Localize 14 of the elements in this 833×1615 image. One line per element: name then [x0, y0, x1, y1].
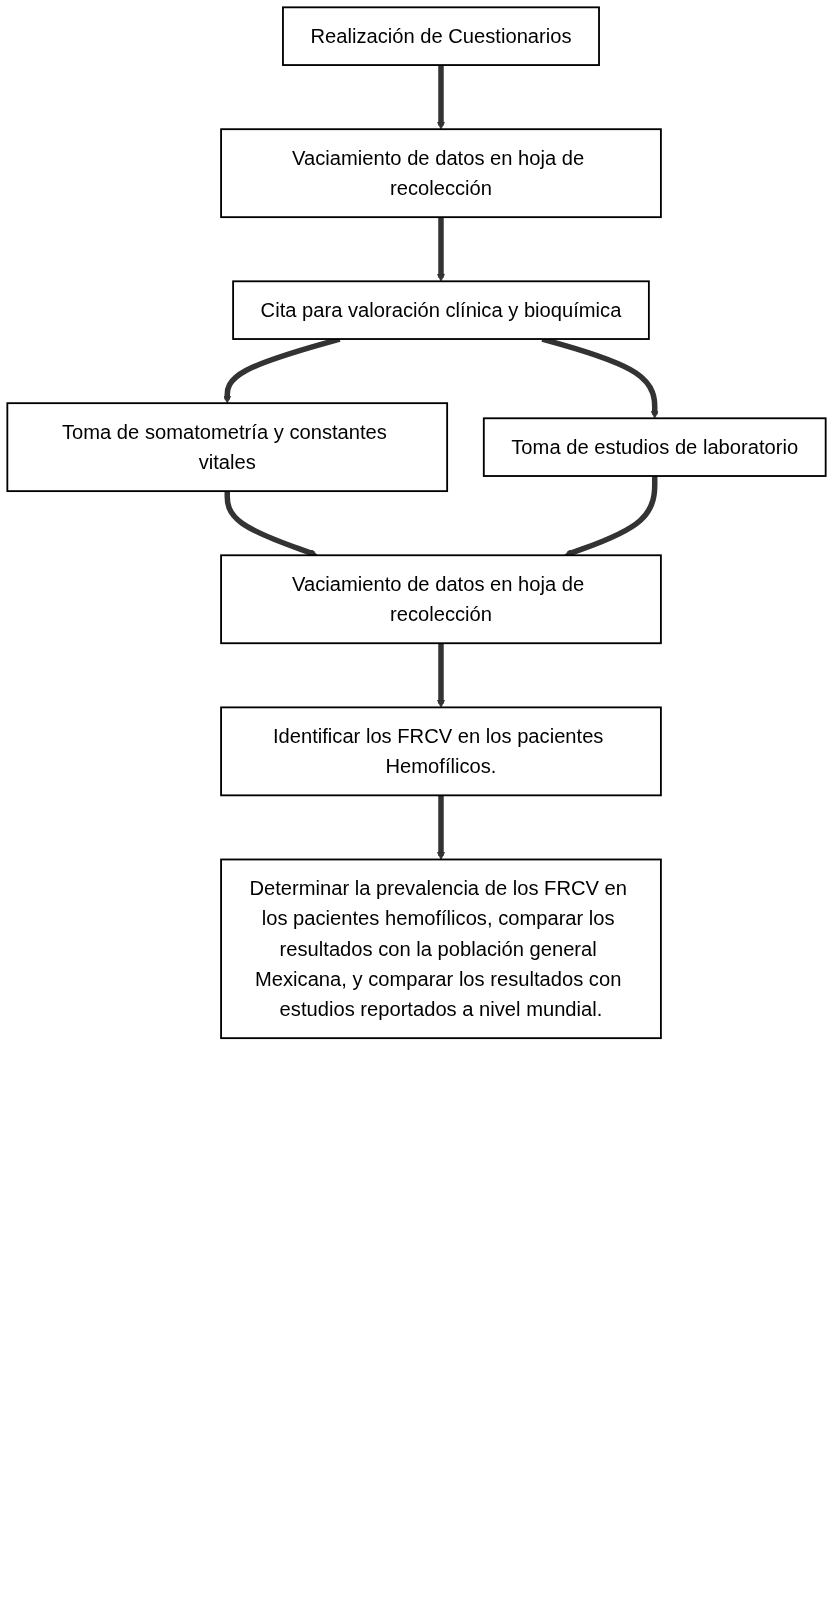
- arrow: [436, 795, 445, 860]
- arrow: [564, 476, 658, 557]
- node-box: Determinar la prevalencia de los FRCV en los pacientes hemofílicos, comparar los resultados con la población general Mexicana, y comparar los resultados con estudios reportados a nivel mundial.: [220, 858, 662, 1040]
- node-box: Identificar los FRCV en los pacientes Hemofílicos.: [220, 706, 662, 797]
- arrow: [436, 217, 445, 282]
- node-box: Cita para valoración clínica y bioquímica: [232, 280, 650, 340]
- node-box: Realización de Cuestionarios: [282, 6, 600, 66]
- arrow: [224, 491, 318, 557]
- node-box: Toma de estudios de laboratorio: [482, 417, 827, 477]
- node-box: Vaciamiento de datos en hoja de recolección: [220, 554, 662, 645]
- node-box: Toma de somatometría y constantes vitales: [6, 402, 449, 493]
- arrow: [436, 65, 445, 130]
- arrow: [436, 643, 445, 708]
- node-box: Vaciamiento de datos en hoja de recolección: [220, 128, 662, 219]
